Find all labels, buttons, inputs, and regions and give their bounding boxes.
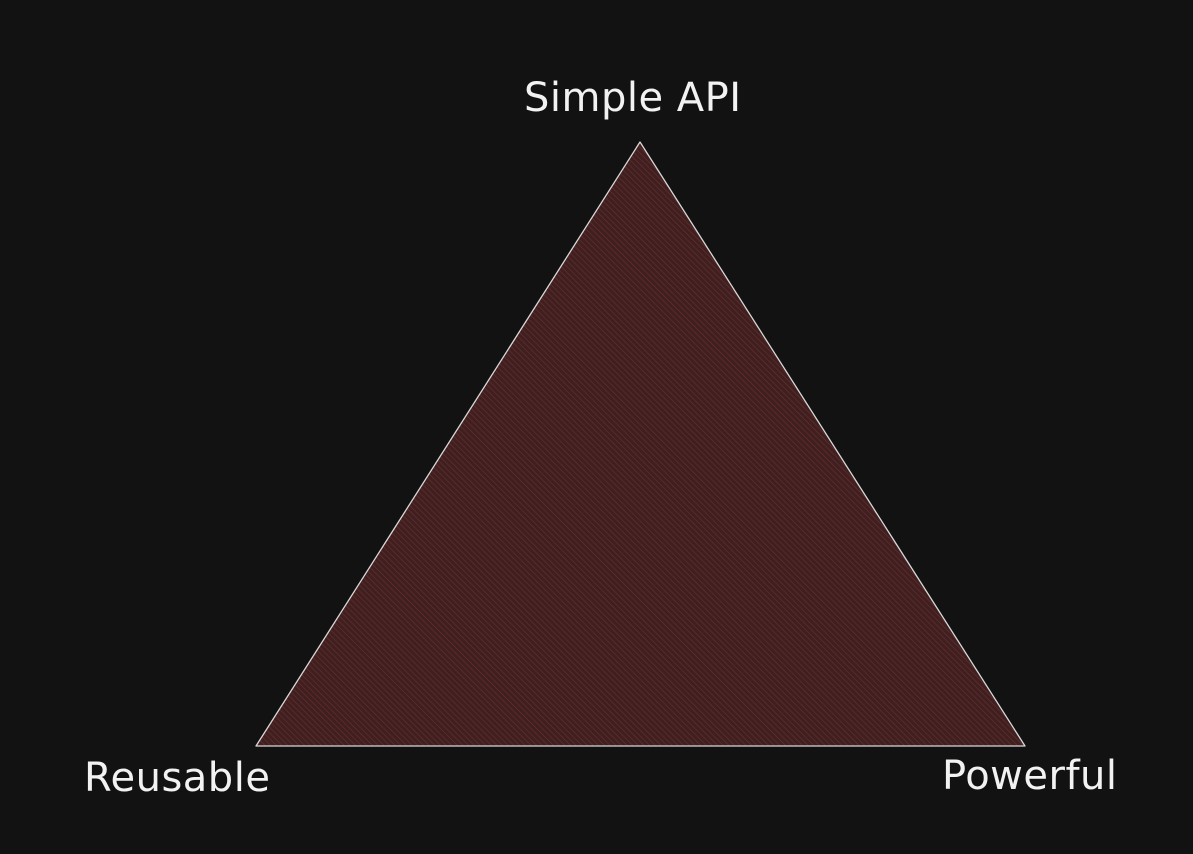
vertex-label-powerful: Powerful — [942, 753, 1118, 799]
vertex-label-simple-api: Simple API — [524, 75, 742, 121]
vertex-label-reusable: Reusable — [84, 755, 271, 801]
tradeoff-triangle[interactable] — [255, 141, 1026, 747]
